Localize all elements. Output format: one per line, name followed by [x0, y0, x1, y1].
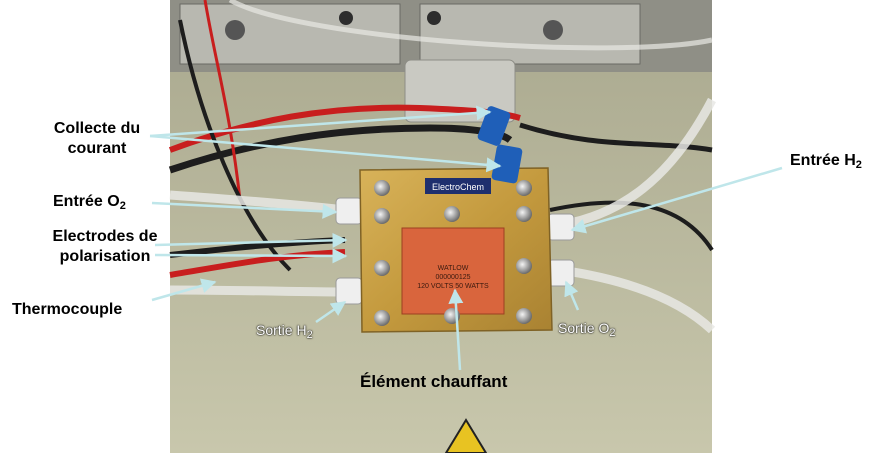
arrow-entree-h2: [570, 166, 783, 234]
arrow-electrodes-2: [154, 248, 348, 264]
plate-logo: [425, 178, 491, 194]
label-sortie-h2: Sortie H2: [256, 322, 313, 341]
arrow-collecte-2: [149, 134, 502, 173]
label-collecte-line1: Collecte du: [53, 120, 141, 137]
label-collecte-line2: courant: [67, 140, 127, 157]
fitting-o2-out: [547, 259, 575, 287]
heater-text-1: WATLOW: [438, 265, 469, 272]
heater-text-3: 120 VOLTS 50 WATTS: [417, 283, 489, 290]
arrow-electrodes-1: [154, 232, 348, 248]
arrow-sortie-o2: [564, 280, 580, 311]
fitting-o2-in: [335, 197, 363, 225]
arrow-thermocouple: [151, 278, 217, 302]
heater-text-2: 000000125: [435, 274, 470, 281]
label-electrodes-de-polarisation: Electrodes de polarisation: [50, 227, 160, 267]
label-collecte-du-courant: Collecte du courant: [43, 119, 151, 159]
label-entree-o2: Entrée O2: [53, 193, 126, 212]
connector: [225, 20, 245, 40]
connector: [339, 11, 353, 25]
arrow-entree-o2: [151, 201, 338, 219]
label-sortie-o2: Sortie O2: [558, 320, 616, 339]
connector: [543, 20, 563, 40]
label-element-chauffant: Élément chauffant: [360, 372, 508, 391]
connector: [427, 11, 441, 25]
label-entree-h2: Entrée H2: [790, 152, 862, 171]
gas-tube: [559, 265, 716, 334]
fitting-h2-in: [547, 213, 575, 241]
blue-clip: [491, 144, 523, 184]
plate-logo-text: ElectroChem: [432, 182, 484, 192]
gas-tube: [169, 285, 346, 297]
fitting-h2-out: [335, 277, 363, 305]
label-thermocouple: Thermocouple: [12, 301, 123, 318]
arrow-element-chauffant: [448, 288, 464, 371]
annotation-arrows: [149, 105, 783, 371]
arrow-sortie-h2: [315, 300, 347, 324]
label-electrodes-line2: polarisation: [59, 248, 151, 265]
arrow-collecte-1: [149, 105, 492, 138]
plate-bolts: [374, 180, 532, 326]
label-electrodes-line1: Electrodes de: [52, 228, 158, 245]
